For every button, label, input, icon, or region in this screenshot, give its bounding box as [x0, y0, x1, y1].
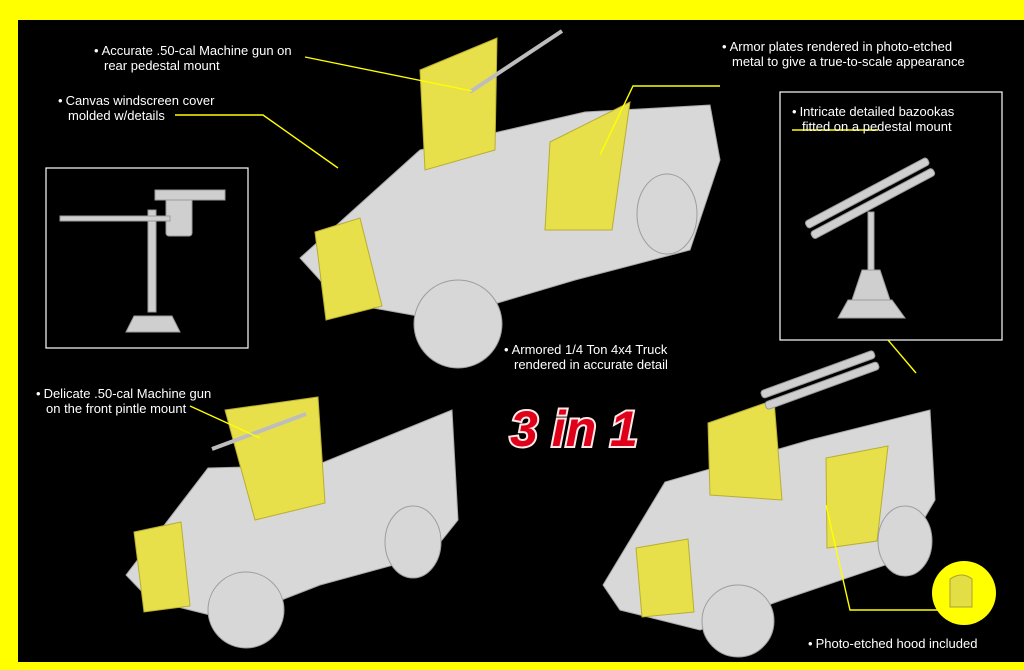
callout-bazooka: •Intricate detailed bazookas fitted on a…: [792, 104, 955, 134]
gun-inset-box: [45, 167, 249, 349]
leader-lines: [175, 56, 968, 611]
callout-truck: •Armored 1/4 Ton 4x4 Truck rendered in a…: [504, 342, 668, 372]
bazooka-inset-box: [779, 91, 1003, 341]
callout-hood: •Photo-etched hood included: [808, 636, 978, 651]
jeep-left-image: [125, 396, 459, 649]
bazooka-inset-image: [804, 157, 936, 319]
jeep-right-image: [602, 350, 936, 658]
callout-mg-rear: •Accurate .50-cal Machine gun on rear pe…: [94, 43, 292, 73]
three-in-one-badge: 3 in 1: [508, 399, 640, 459]
gun-inset-image: [59, 189, 226, 333]
jeep-top-image: [299, 29, 721, 369]
callout-canvas: •Canvas windscreen cover molded w/detail…: [58, 93, 215, 123]
pe-part-icon: [932, 561, 996, 625]
three-in-one-text: 3 in 1: [510, 401, 638, 457]
callout-mg-front: •Delicate .50-cal Machine gun on the fro…: [36, 386, 212, 416]
callout-armor: •Armor plates rendered in photo-etched m…: [722, 39, 965, 69]
